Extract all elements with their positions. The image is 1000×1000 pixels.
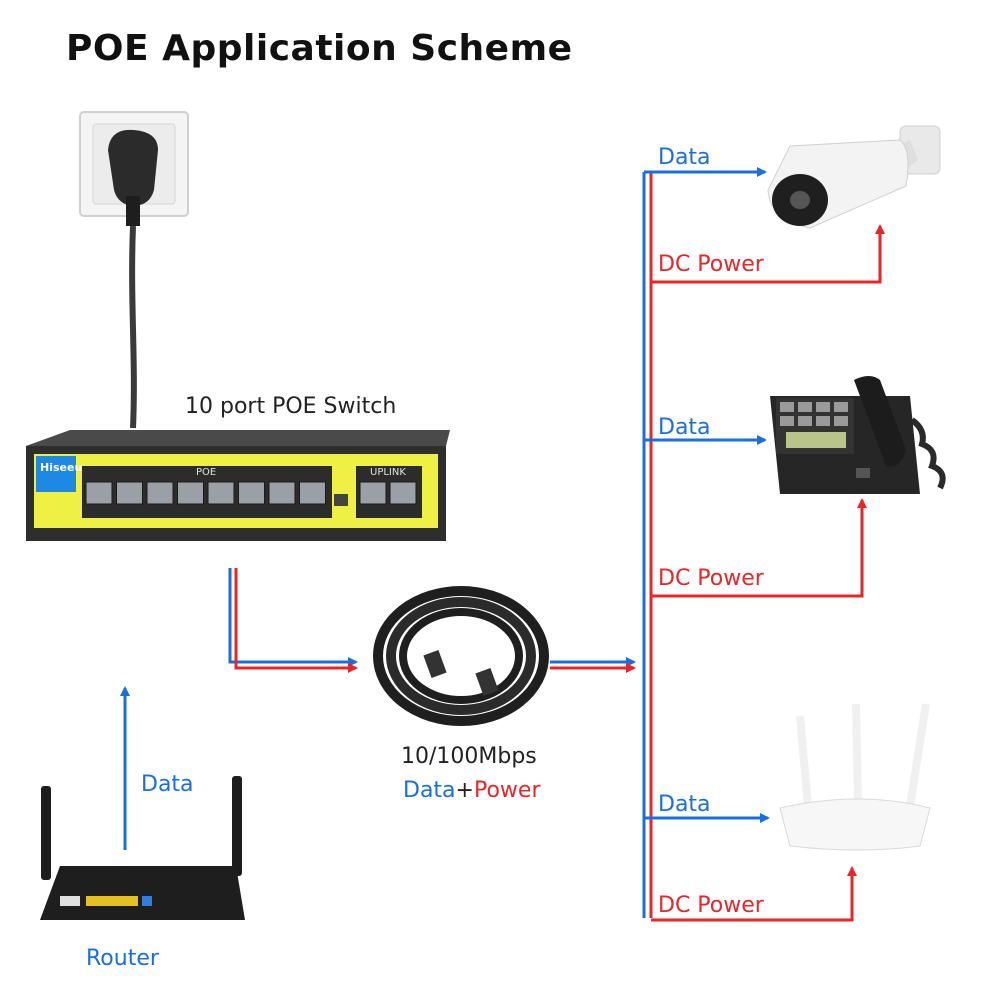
phone-power-line (651, 498, 867, 598)
switch-power-line (234, 568, 358, 673)
rj45-port-icon (238, 481, 265, 505)
ip-camera-icon (767, 125, 941, 229)
camera-power-line (651, 224, 885, 284)
rj45-port-icon (207, 481, 235, 505)
camera-power-label: DC Power (658, 252, 764, 277)
rj45-port-icon (268, 481, 296, 505)
poe-ports (85, 481, 417, 505)
cable-data-word: Data (403, 778, 456, 803)
power-cord (129, 225, 137, 429)
rj45-port-icon (146, 481, 174, 505)
wifi-router-power-label: DC Power (658, 893, 764, 918)
wireless-router-icon (779, 703, 931, 851)
cable-data-power-label: Data+Power (403, 778, 540, 803)
rj45-port-icon (177, 481, 204, 505)
switch-brand: Hiseeu (40, 461, 83, 474)
router-label: Router (86, 946, 159, 971)
phone-data-label: Data (658, 415, 711, 440)
rj45-port-icon (389, 481, 417, 505)
switch-poe-label: POE (196, 467, 217, 478)
cable-speed-label: 10/100Mbps (401, 744, 537, 769)
rj45-port-icon (359, 481, 387, 505)
switch-uplink-label: UPLINK (370, 467, 406, 478)
rj45-port-icon (116, 481, 143, 505)
rj45-port-icon (85, 481, 113, 505)
power-plug-icon (108, 129, 158, 226)
home-router-icon (40, 776, 245, 920)
rj45-port-icon (299, 481, 326, 505)
router-data-label: Data (141, 772, 194, 797)
desk-phone-icon (770, 376, 946, 494)
cable-power-word: Power (473, 778, 541, 803)
wifi-router-power-line (651, 866, 857, 922)
network-cable-icon (373, 586, 549, 726)
page-title: POE Application Scheme (66, 28, 573, 69)
cable-plus: + (455, 778, 474, 803)
wifi-router-data-label: Data (658, 792, 711, 817)
switch-label: 10 port POE Switch (185, 394, 397, 419)
camera-data-label: Data (658, 145, 711, 170)
switch-data-line (228, 568, 358, 667)
phone-power-label: DC Power (658, 566, 764, 591)
